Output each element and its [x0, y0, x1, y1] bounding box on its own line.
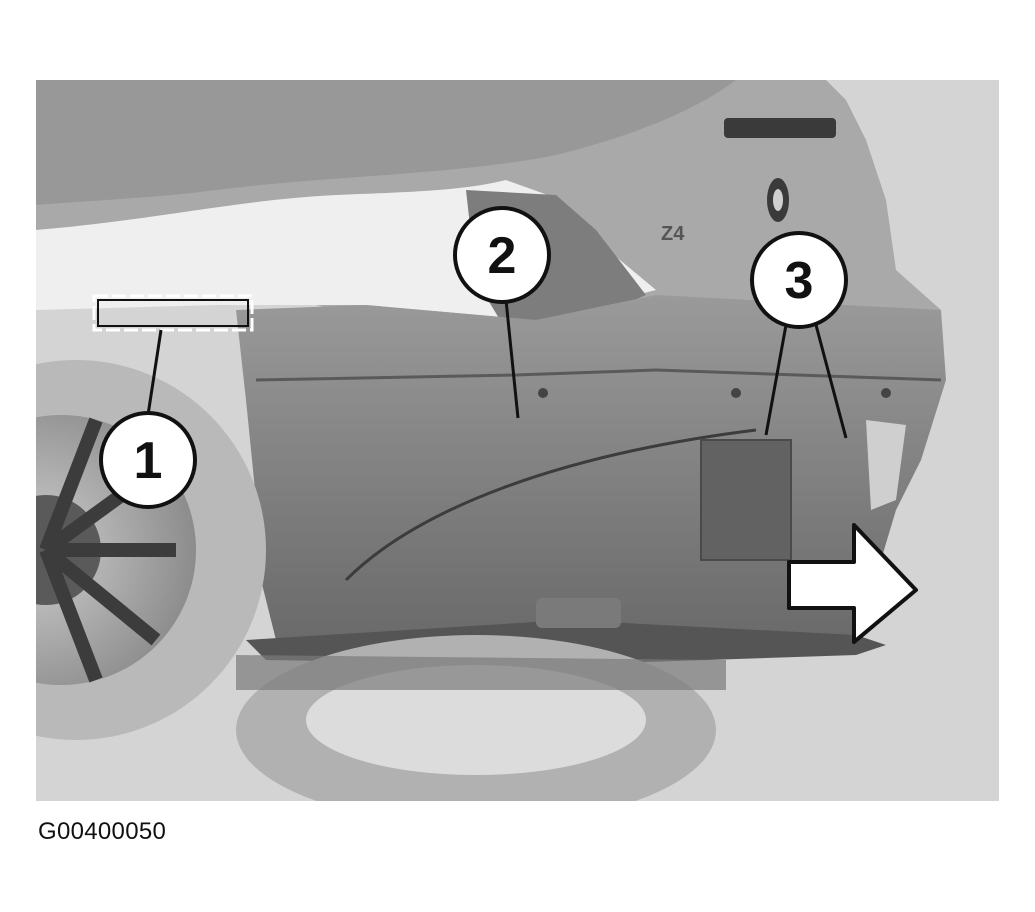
brake-light	[724, 118, 836, 138]
callout-3-circle	[750, 231, 848, 329]
callout-1-highlight-inner	[97, 299, 249, 327]
callout-3-leader-left	[764, 324, 788, 436]
fastener-bolt-icon	[538, 388, 548, 398]
bumper-bracket	[700, 439, 792, 561]
bumper-removal-illustration: Z4 1 2	[36, 80, 999, 801]
callout-1-circle	[99, 411, 197, 509]
tow-hook-mount	[536, 598, 621, 628]
bumper-crease	[344, 428, 757, 582]
bumper-shoulder-line	[255, 368, 942, 382]
bmw-emblem-center-icon	[773, 189, 783, 211]
fastener-bolt-icon	[731, 388, 741, 398]
callout-2-leader	[504, 299, 520, 419]
callout-3-label: 3	[785, 252, 814, 310]
callout-3-leader-right	[814, 324, 848, 439]
wheel-spokes	[39, 417, 176, 683]
callout-1-highlight-box	[92, 294, 254, 332]
callout-2-label: 2	[488, 227, 517, 285]
rear-tire-shadow	[236, 655, 726, 690]
figure-id-label: G00400050	[38, 818, 167, 845]
rear-reflector	[866, 420, 906, 510]
fastener-bolt-icon	[881, 388, 891, 398]
body-shadow	[36, 80, 736, 205]
callout-1-leader	[146, 329, 163, 416]
callout-1-label: 1	[134, 432, 163, 490]
callout-2-circle	[453, 206, 551, 304]
rear-tire-inner	[306, 665, 646, 775]
model-badge: Z4	[661, 223, 685, 245]
removal-direction-arrow-icon	[787, 523, 918, 644]
